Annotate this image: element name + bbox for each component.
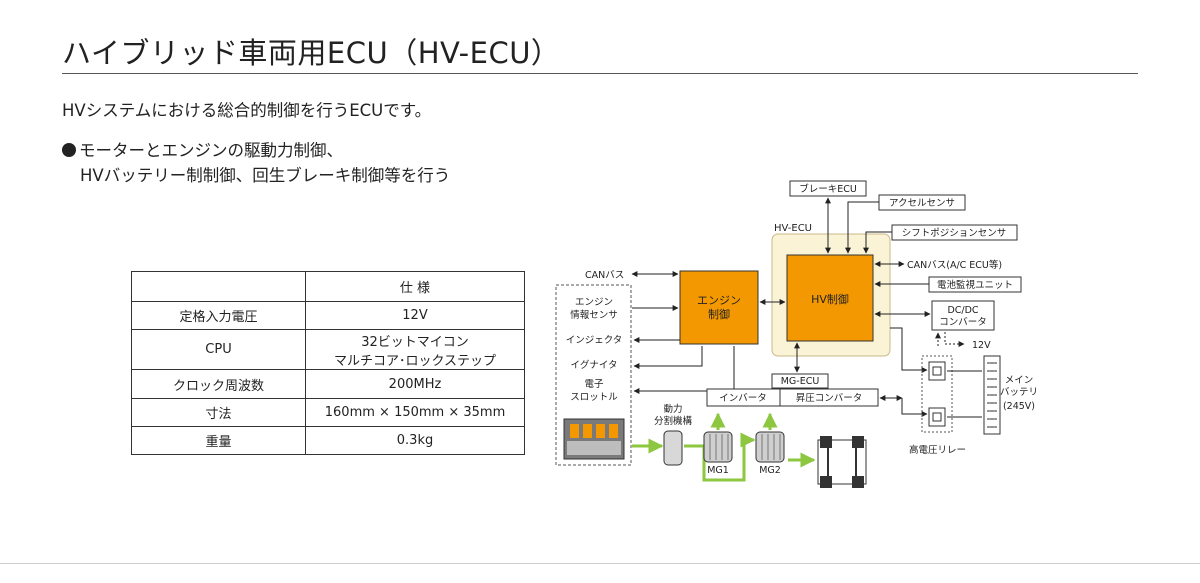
- table-row: 寸法 160mm × 150mm × 35mm: [131, 398, 525, 427]
- mg2-icon: [755, 431, 785, 463]
- battery-monitor-label: 電池監視ユニット: [937, 279, 1013, 291]
- row-label: 重量: [131, 426, 306, 455]
- row-value: 32ビットマイコン マルチコア･ロックステップ: [305, 329, 525, 370]
- throttle-label-1: 電子: [584, 379, 604, 390]
- mg-ecu-box: [771, 373, 829, 389]
- hv-relay-link-2: [901, 398, 928, 417]
- spec-table: 仕 様 定格入力電圧 12V CPU 32ビットマイコン マルチコア･ロックステ…: [131, 271, 525, 455]
- table-row: CPU 32ビットマイコン マルチコア･ロックステップ: [131, 329, 525, 370]
- hv-system-diagram: HV-ECU HV制御 エンジン 制御 ブレーキECU アクセルセンサ シフトポ…: [555, 180, 1038, 488]
- igniter-link: [633, 346, 703, 369]
- inverter-converter-box: [706, 388, 879, 407]
- row-label: CPU: [131, 329, 306, 370]
- power-split-label-1: 動力: [663, 403, 682, 415]
- shift-sensor-label: シフトポジションセンサ: [902, 228, 1007, 239]
- engine-sensor-label-2: 情報センサ: [570, 309, 618, 321]
- dcdc-box: [931, 300, 995, 331]
- accel-link: [845, 201, 879, 254]
- table-header-empty: [131, 271, 306, 302]
- engine-sensor-label-1: エンジン: [575, 297, 613, 308]
- main-battery-label-2: バッテリ: [1000, 387, 1038, 398]
- engine-control-block: [679, 270, 759, 345]
- main-battery-label-3: (245V): [1003, 401, 1035, 412]
- hv-ecu-label: HV-ECU: [774, 223, 812, 234]
- mg1-label: MG1: [707, 465, 729, 476]
- throttle-label-2: スロットル: [570, 392, 618, 403]
- row-label: クロック周波数: [131, 369, 306, 399]
- engine-control-label-2: 制御: [708, 307, 730, 321]
- wheels-axle-icon: [817, 436, 867, 488]
- inverter-label: インバータ: [719, 393, 767, 404]
- row-label: 寸法: [131, 398, 306, 427]
- boost-converter-label: 昇圧コンバータ: [796, 393, 863, 404]
- row-value-line1: 32ビットマイコン: [361, 334, 469, 350]
- bullet-dot-icon: [62, 143, 76, 157]
- feature-bullet: モーターとエンジンの駆動力制御、 HVバッテリー制制御、回生ブレーキ制御等を行う: [62, 138, 450, 188]
- relay-group: [921, 355, 953, 433]
- dcdc-label-1: DC/DC: [947, 305, 978, 316]
- relay-2: [928, 407, 946, 427]
- mg2-label: MG2: [759, 465, 781, 476]
- brake-ecu-label: ブレーキECU: [799, 183, 857, 195]
- table-row: 定格入力電圧 12V: [131, 301, 525, 330]
- main-battery-label-1: メイン: [1005, 375, 1034, 386]
- v12-link: [944, 332, 965, 347]
- shift-link: [863, 231, 892, 254]
- table-row: 重量 0.3kg: [131, 426, 525, 455]
- hv-control-block: [786, 254, 874, 342]
- row-value: 160mm × 150mm × 35mm: [305, 398, 525, 427]
- mg1-icon: [703, 431, 733, 463]
- bullet-line-2: HVバッテリー制制御、回生ブレーキ制御等を行う: [80, 166, 451, 185]
- row-value-line2: マルチコア･ロックステップ: [333, 353, 497, 369]
- title-divider: [62, 73, 1138, 74]
- lead-text: HVシステムにおける総合的制御を行うECUです。: [62, 101, 432, 120]
- engine-control-label-1: エンジン: [697, 294, 741, 307]
- hv-relay-label: 高電圧リレー: [909, 444, 966, 456]
- relay-1: [928, 361, 946, 381]
- row-label: 定格入力電圧: [131, 301, 306, 330]
- bullet-line-1: モーターとエンジンの駆動力制御、: [79, 141, 343, 160]
- engine-icon: [563, 418, 625, 460]
- mg1-mg2-line: [736, 432, 756, 482]
- dcdc-label-2: コンバータ: [939, 317, 987, 328]
- accel-sensor-label: アクセルセンサ: [889, 198, 955, 209]
- row-value: 0.3kg: [305, 426, 525, 455]
- hv-control-label: HV制御: [811, 292, 849, 306]
- engine-peripherals-box: [555, 284, 632, 466]
- throttle-link: [633, 346, 735, 394]
- hv-relay-link-1: [890, 327, 928, 373]
- page-title: ハイブリッド車両用ECU（HV-ECU）: [62, 36, 561, 70]
- can-bus-left-label: CANバス: [585, 270, 624, 281]
- can-bus-right-label: CANバス(A/C ECU等): [907, 259, 1002, 271]
- row-value: 12V: [305, 301, 525, 330]
- table-header-row: 仕 様: [131, 271, 525, 302]
- footer-divider: [0, 563, 1200, 564]
- v12-label: 12V: [972, 340, 991, 351]
- mg-ecu-label: MG-ECU: [781, 376, 820, 387]
- injector-label: インジェクタ: [566, 335, 623, 346]
- power-split-icon: [663, 430, 683, 466]
- power-split-label-2: 分割機構: [654, 415, 693, 427]
- table-row: クロック周波数 200MHz: [131, 369, 525, 399]
- row-value: 200MHz: [305, 369, 525, 399]
- table-header-spec: 仕 様: [305, 271, 525, 302]
- igniter-label: イグナイタ: [571, 359, 618, 371]
- brake-ecu-box: [789, 180, 867, 197]
